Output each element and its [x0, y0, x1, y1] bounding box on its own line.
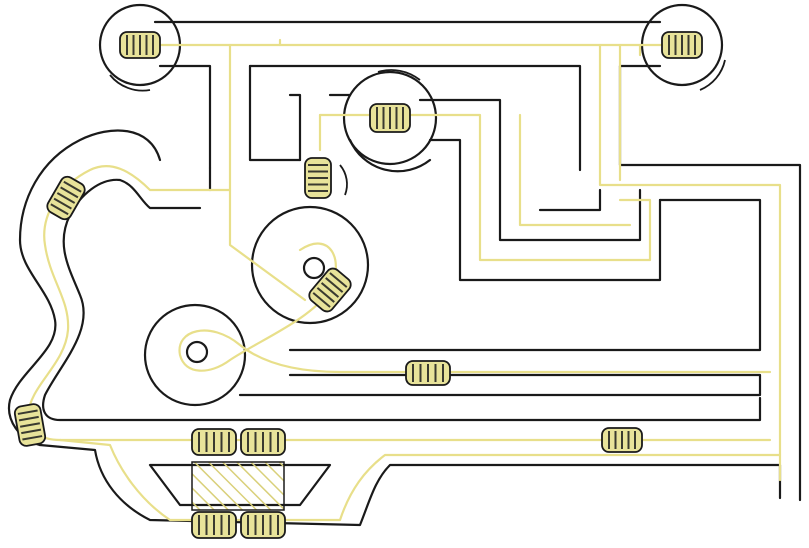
guide-top-drop-right: [598, 43, 782, 482]
wall-top-inner-left: [158, 64, 212, 170]
loading-platform: [191, 461, 285, 511]
vehicle-platform-top-b: [240, 428, 286, 456]
vehicle-bottom-left: [13, 403, 47, 447]
turntable-center-arc: [348, 138, 432, 173]
turntable-center-ring: [342, 70, 438, 166]
wall-right-inner: [288, 198, 762, 352]
figure-eight-lower-ring: [143, 303, 247, 407]
track-walls: [7, 3, 802, 527]
vehicle-middle-straight: [405, 360, 451, 386]
rotation-arrows: [109, 59, 726, 196]
vehicle-turntable-top-right: [661, 31, 703, 59]
wall-center-box: [288, 93, 352, 162]
guide-left-curve: [26, 165, 772, 442]
guide-figure-eight: [178, 242, 772, 374]
figure-eight-upper-ring: [250, 205, 370, 325]
vehicle-platform-bottom-a: [191, 511, 237, 539]
vehicle-left-curve: [46, 175, 86, 221]
vehicle-beside-turntable: [304, 157, 332, 199]
rotation-arrow-beside: [339, 164, 348, 196]
vehicle-platform-top-a: [191, 428, 237, 456]
rotation-arrow-top-left: [109, 74, 151, 92]
wall-left-curve-inner: [42, 178, 762, 422]
vehicle-turntable-center: [369, 103, 411, 133]
wall-left-curve-outer: [7, 129, 162, 447]
vehicles: [13, 31, 703, 539]
guide-lower: [58, 438, 782, 522]
wall-right-lower: [428, 138, 662, 282]
rotation-arrow-top-right: [699, 59, 726, 91]
vehicle-figure-eight: [308, 267, 352, 313]
guide-mid-loop-2: [518, 113, 632, 227]
wall-lower-inner: [238, 373, 762, 397]
wall-lower-outer: [38, 443, 782, 527]
figure-eight-lower-hole: [185, 340, 209, 364]
vehicle-lower-straight: [601, 427, 643, 453]
vehicle-platform-bottom-b: [240, 511, 286, 539]
wall-left-corridor: [248, 64, 302, 162]
wall-right-drop: [618, 64, 802, 502]
guide-mid-loop: [318, 113, 652, 262]
wall-right-mid-2: [538, 188, 602, 212]
wall-top-inner-mid: [248, 64, 582, 172]
guide-right-inner: [618, 43, 642, 182]
figure-eight-upper-hole: [302, 256, 326, 280]
rotation-arrow-center: [377, 69, 421, 81]
wall-right-mid: [418, 98, 642, 242]
vehicle-turntable-top-left: [119, 31, 161, 59]
guide-top-drop-left: [228, 43, 307, 302]
